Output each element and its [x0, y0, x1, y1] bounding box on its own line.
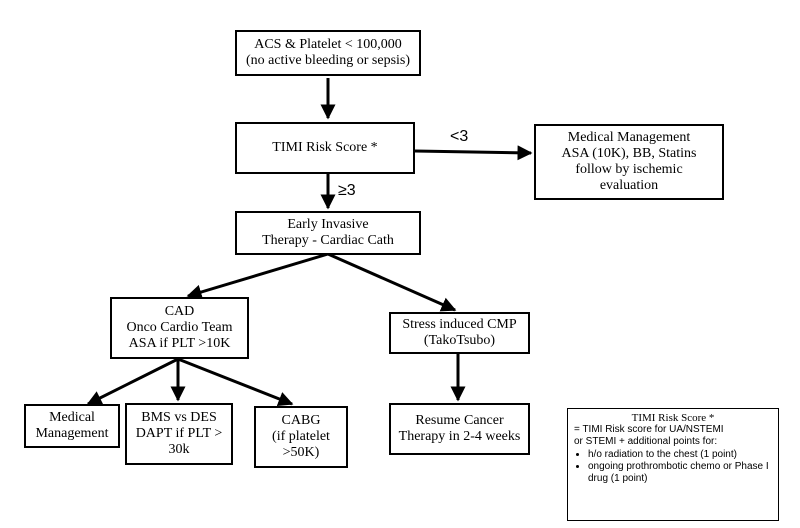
timi-line-1: TIMI Risk Score *: [272, 140, 378, 155]
early-invasive-node: Early Invasive Therapy - Cardiac Cath: [235, 211, 421, 255]
early-line-1: Early Invasive: [287, 217, 369, 232]
arrow-timi-to-medical: [414, 145, 533, 161]
medical-right-line-3: follow by ischemic: [575, 162, 683, 177]
medical-bottom-node: Medical Management: [24, 404, 120, 448]
start-line-1: ACS & Platelet < 100,000: [254, 37, 402, 52]
medical-right-line-2: ASA (10K), BB, Statins: [561, 146, 697, 161]
arrow-cad-to-medical: [86, 357, 179, 406]
stress-line-2: (TakoTsubo): [423, 333, 496, 348]
start-line-2: (no active bleeding or sepsis): [245, 53, 411, 68]
resume-therapy-node: Resume Cancer Therapy in 2-4 weeks: [389, 403, 530, 455]
resume-line-1: Resume Cancer: [415, 413, 504, 428]
footnote-line-2: or STEMI + additional points for:: [574, 436, 718, 447]
cad-line-3: ASA if PLT >10K: [128, 336, 231, 351]
cabg-line-2: (if platelet: [272, 429, 330, 444]
medical-right-line-1: Medical Management: [567, 130, 691, 145]
footnote-bullet-2: ongoing prothrombotic chemo or Phase I d…: [588, 461, 772, 485]
arrow-early-to-cad: [186, 252, 329, 300]
cabg-line-3: >50K): [282, 445, 320, 460]
medical-bottom-line-1: Medical: [49, 410, 95, 425]
footnote-title: TIMI Risk Score *: [631, 412, 715, 424]
stress-cmp-node: Stress induced CMP (TakoTsubo): [389, 312, 530, 354]
medical-right-line-4: evaluation: [599, 178, 659, 193]
medical-bottom-line-2: Management: [35, 426, 109, 441]
early-line-2: Therapy - Cardiac Cath: [262, 233, 394, 248]
footnote-bullet-1: h/o radiation to the chest (1 point): [588, 449, 772, 461]
stress-line-1: Stress induced CMP: [402, 317, 517, 332]
footnote-bullets: h/o radiation to the chest (1 point) ong…: [574, 449, 772, 485]
bms-line-2: DAPT if PLT >: [135, 426, 223, 441]
edge-label-ge3: ≥3: [338, 182, 356, 199]
bms-line-3: 30k: [168, 442, 190, 457]
cad-node: CAD Onco Cardio Team ASA if PLT >10K: [110, 297, 249, 359]
medical-management-node: Medical Management ASA (10K), BB, Statin…: [534, 124, 724, 200]
bms-line-1: BMS vs DES: [141, 410, 217, 425]
cabg-line-1: CABG: [281, 413, 321, 428]
arrow-cad-to-cabg: [177, 357, 294, 407]
edge-label-lt3: <3: [450, 128, 469, 145]
bms-des-node: BMS vs DES DAPT if PLT > 30k: [125, 403, 233, 465]
cad-line-1: CAD: [164, 304, 195, 319]
timi-footnote-box: TIMI Risk Score * = TIMI Risk score for …: [567, 408, 779, 521]
cabg-node: CABG (if platelet >50K): [254, 406, 348, 468]
start-node: ACS & Platelet < 100,000 (no active blee…: [235, 30, 421, 76]
timi-node: TIMI Risk Score *: [235, 122, 415, 174]
arrow-early-to-stress: [327, 252, 457, 312]
resume-line-2: Therapy in 2-4 weeks: [398, 429, 521, 444]
cad-line-2: Onco Cardio Team: [126, 320, 233, 335]
footnote-line-1: = TIMI Risk score for UA/NSTEMI: [574, 424, 724, 435]
